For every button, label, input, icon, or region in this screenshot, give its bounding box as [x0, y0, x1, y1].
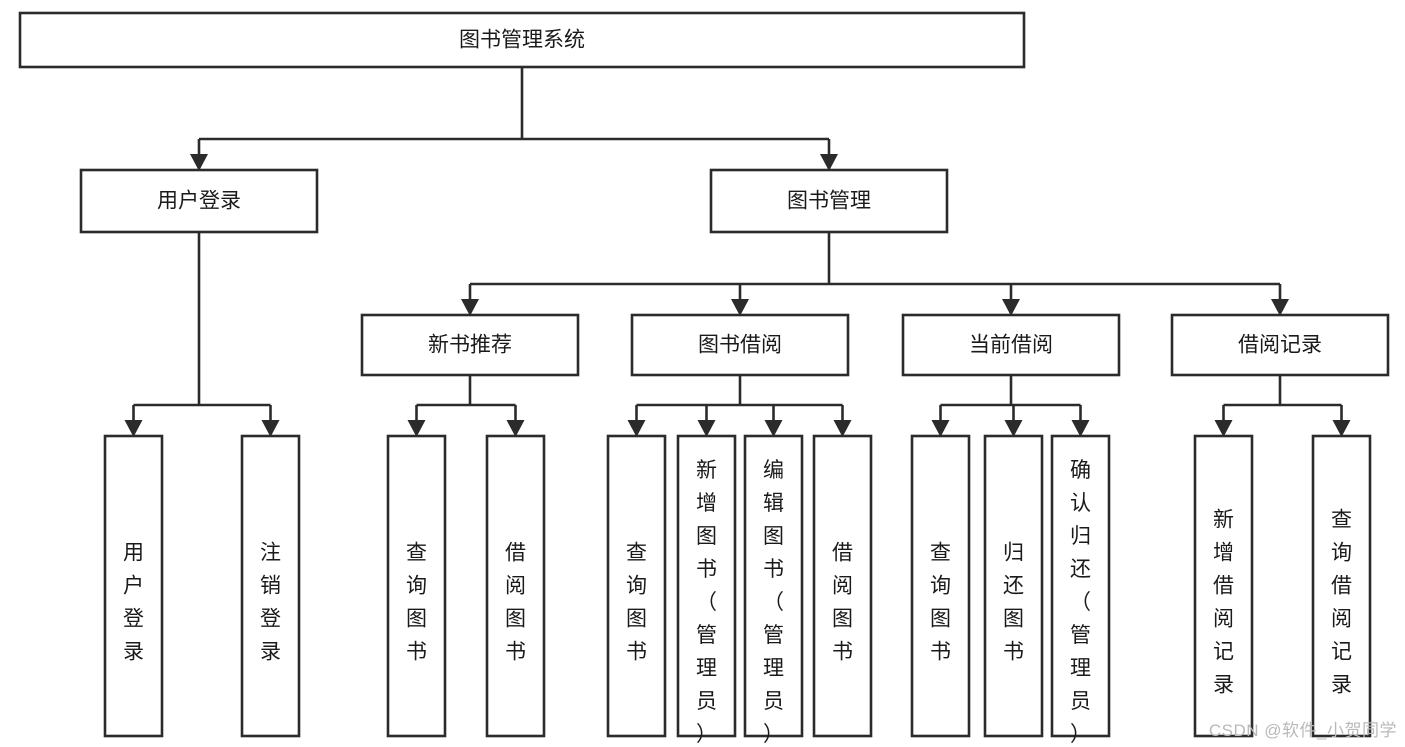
node-label-current-borrow: 当前借阅	[969, 334, 1053, 357]
node-label-leaf-confirm-return: 确认归还（管理员）	[1070, 459, 1091, 746]
node-new-book-rec[interactable]: 新书推荐	[360, 313, 580, 377]
arrow-head-icon	[731, 299, 749, 316]
edge-group-book-manage	[461, 232, 1289, 316]
node-label-leaf-query-book-1: 查询图书	[406, 542, 427, 664]
node-layer: 图书管理系统用户登录图书管理新书推荐图书借阅当前借阅借阅记录用户登录注销登录查询…	[18, 11, 1390, 746]
node-leaf-add-book[interactable]: 新增图书（管理员）	[676, 434, 737, 746]
arrow-head-icon	[190, 154, 208, 171]
node-leaf-confirm-return[interactable]: 确认归还（管理员）	[1050, 434, 1111, 746]
node-box-leaf-borrow-book-2	[812, 434, 873, 738]
node-box-leaf-query-book-2	[606, 434, 667, 738]
node-label-leaf-logout: 注销登录	[260, 542, 281, 664]
node-root[interactable]: 图书管理系统	[18, 11, 1026, 69]
edge-group-root	[190, 67, 838, 171]
node-label-leaf-add-record: 新增借阅记录	[1213, 509, 1234, 697]
edge-group-borrow-record	[1214, 375, 1351, 437]
node-label-leaf-borrow-book-2: 借阅图书	[832, 542, 853, 664]
node-box-leaf-query-record	[1311, 434, 1372, 738]
node-book-borrow[interactable]: 图书借阅	[630, 313, 850, 377]
edge-layer	[124, 67, 1351, 437]
arrow-head-icon	[627, 420, 646, 437]
node-box-book-borrow	[630, 313, 850, 377]
arrow-head-icon	[1271, 299, 1289, 316]
node-box-leaf-return-book	[983, 434, 1044, 738]
node-user-login[interactable]: 用户登录	[79, 168, 319, 234]
node-box-leaf-logout	[240, 434, 301, 738]
arrow-head-icon	[124, 420, 143, 437]
node-leaf-borrow-book-1[interactable]: 借阅图书	[485, 434, 546, 738]
node-leaf-query-book-2[interactable]: 查询图书	[606, 434, 667, 738]
node-label-user-login: 用户登录	[157, 190, 241, 213]
node-label-book-manage: 图书管理	[787, 190, 871, 213]
node-label-leaf-add-book: 新增图书（管理员）	[696, 459, 717, 746]
arrow-head-icon	[764, 420, 783, 437]
node-label-leaf-user-login: 用户登录	[123, 542, 144, 664]
arrow-head-icon	[506, 420, 525, 437]
node-label-leaf-query-book-2: 查询图书	[626, 542, 647, 664]
node-box-leaf-query-book-3	[910, 434, 971, 738]
node-leaf-query-book-1[interactable]: 查询图书	[386, 434, 447, 738]
node-label-borrow-record: 借阅记录	[1238, 334, 1322, 357]
node-book-manage[interactable]: 图书管理	[709, 168, 949, 234]
edge-group-user-login	[124, 232, 280, 437]
node-leaf-add-record[interactable]: 新增借阅记录	[1193, 434, 1254, 738]
node-leaf-borrow-book-2[interactable]: 借阅图书	[812, 434, 873, 738]
edge-group-new-book-rec	[407, 375, 525, 437]
edge-group-book-borrow	[627, 375, 852, 437]
node-box-leaf-add-book	[676, 434, 737, 738]
node-box-root	[18, 11, 1026, 69]
arrow-head-icon	[833, 420, 852, 437]
node-leaf-user-login[interactable]: 用户登录	[103, 434, 164, 738]
node-box-leaf-confirm-return	[1050, 434, 1111, 738]
arrow-head-icon	[1071, 420, 1090, 437]
node-current-borrow[interactable]: 当前借阅	[901, 313, 1121, 377]
node-box-leaf-user-login	[103, 434, 164, 738]
arrow-head-icon	[1004, 420, 1023, 437]
node-box-leaf-query-book-1	[386, 434, 447, 738]
arrow-head-icon	[1214, 420, 1233, 437]
node-label-leaf-edit-book: 编辑图书（管理员）	[763, 459, 784, 746]
node-label-root: 图书管理系统	[459, 29, 585, 52]
arrow-head-icon	[697, 420, 716, 437]
node-label-leaf-query-record: 查询借阅记录	[1331, 509, 1352, 697]
node-label-book-borrow: 图书借阅	[698, 334, 782, 357]
edge-group-current-borrow	[931, 375, 1090, 437]
arrow-head-icon	[931, 420, 950, 437]
node-box-current-borrow	[901, 313, 1121, 377]
node-leaf-query-book-3[interactable]: 查询图书	[910, 434, 971, 738]
arrow-head-icon	[461, 299, 479, 316]
node-label-leaf-borrow-book-1: 借阅图书	[505, 542, 526, 664]
node-borrow-record[interactable]: 借阅记录	[1170, 313, 1390, 377]
node-box-user-login	[79, 168, 319, 234]
node-label-leaf-query-book-3: 查询图书	[930, 542, 951, 664]
node-box-new-book-rec	[360, 313, 580, 377]
arrow-head-icon	[1332, 420, 1351, 437]
arrow-head-icon	[820, 154, 838, 171]
node-box-leaf-add-record	[1193, 434, 1254, 738]
arrow-head-icon	[261, 420, 280, 437]
arrow-head-icon	[407, 420, 426, 437]
node-leaf-query-record[interactable]: 查询借阅记录	[1311, 434, 1372, 738]
node-box-leaf-edit-book	[743, 434, 804, 738]
node-label-leaf-return-book: 归还图书	[1003, 542, 1024, 664]
node-leaf-edit-book[interactable]: 编辑图书（管理员）	[743, 434, 804, 746]
node-leaf-return-book[interactable]: 归还图书	[983, 434, 1044, 738]
node-box-book-manage	[709, 168, 949, 234]
watermark-text: CSDN @软件_小贺同学	[1208, 721, 1397, 740]
node-box-leaf-borrow-book-1	[485, 434, 546, 738]
node-box-borrow-record	[1170, 313, 1390, 377]
node-leaf-logout[interactable]: 注销登录	[240, 434, 301, 738]
node-label-new-book-rec: 新书推荐	[428, 334, 512, 357]
arrow-head-icon	[1002, 299, 1020, 316]
